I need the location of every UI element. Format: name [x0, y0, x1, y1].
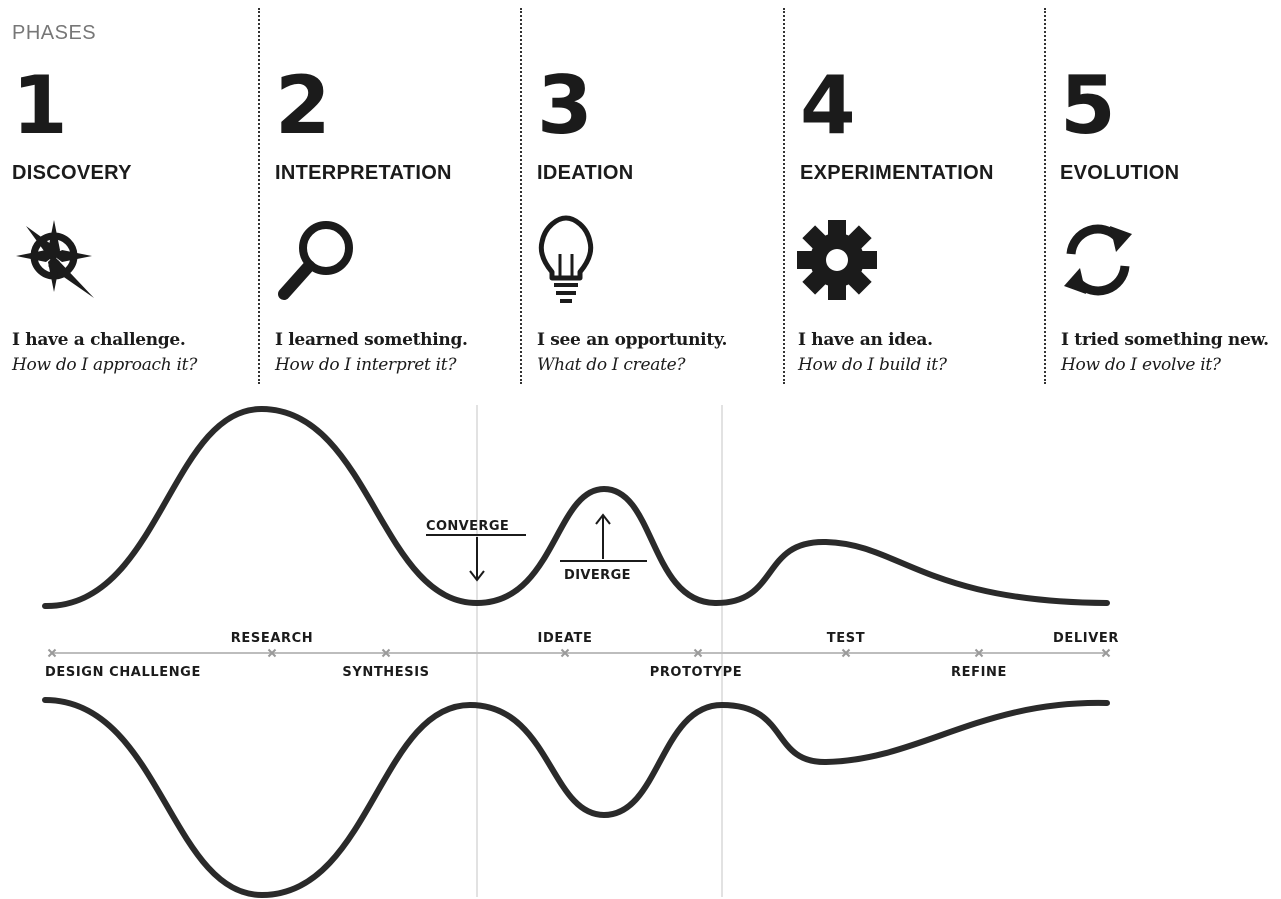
phase-divider	[783, 8, 785, 384]
phase-question: How do I build it?	[798, 355, 947, 375]
step-label: TEST	[827, 631, 865, 646]
step-label: DESIGN CHALLENGE	[45, 665, 201, 680]
diverge-arrow-head	[595, 513, 611, 525]
phase-statement: I have an idea.	[798, 330, 933, 350]
timeline-marker	[841, 648, 851, 658]
magnifier-icon	[274, 214, 364, 304]
lightbulb-icon	[536, 214, 626, 304]
phase-interpretation: 2 INTERPRETATION I learned something. Ho…	[260, 0, 520, 385]
phase-statement: I see an opportunity.	[537, 330, 728, 350]
phase-evolution: 5 EVOLUTION I tried something new. How d…	[1046, 0, 1281, 385]
phase-name: DISCOVERY	[12, 162, 132, 184]
timeline-marker	[1101, 648, 1111, 658]
step-label: PROTOTYPE	[650, 665, 743, 680]
phase-name: INTERPRETATION	[275, 162, 452, 184]
step-label: IDEATE	[538, 631, 593, 646]
step-label: DELIVER	[1053, 631, 1119, 646]
step-label: RESEARCH	[231, 631, 313, 646]
timeline-marker	[381, 648, 391, 658]
phase-statement: I have a challenge.	[12, 330, 186, 350]
step-label: SYNTHESIS	[342, 665, 429, 680]
phase-statement: I learned something.	[275, 330, 468, 350]
converge-arrow-head	[469, 570, 485, 582]
phase-experimentation: 4 EXPERIMENTATION I have an idea. How do…	[785, 0, 1043, 385]
phase-divider	[1044, 8, 1046, 384]
phase-name: EVOLUTION	[1060, 162, 1180, 184]
phase-divider	[520, 8, 522, 384]
timeline-marker	[560, 648, 570, 658]
timeline-marker	[693, 648, 703, 658]
phase-question: What do I create?	[537, 355, 686, 375]
converge-label: CONVERGE	[426, 519, 509, 534]
phase-discovery: 1 DISCOVERY I have a challenge. How do I…	[0, 0, 258, 385]
process-diagram: CONVERGE DIVERGE DESIGN CHALLENGE RESEARC…	[42, 405, 1119, 899]
phase-number: 1	[12, 59, 68, 152]
timeline-marker	[47, 648, 57, 658]
phase-question: How do I approach it?	[12, 355, 198, 375]
phase-number: 5	[1060, 59, 1116, 152]
phase-question: How do I interpret it?	[275, 355, 457, 375]
phase-statement: I tried something new.	[1061, 330, 1269, 350]
timeline-marker	[267, 648, 277, 658]
upper-curve	[42, 405, 1110, 610]
phase-ideation: 3 IDEATION I see an opportunity. What do…	[522, 0, 782, 385]
compass-icon	[12, 214, 102, 304]
phase-divider	[258, 8, 260, 384]
lower-curve	[42, 697, 1110, 899]
phase-number: 2	[275, 59, 331, 152]
phase-question: How do I evolve it?	[1061, 355, 1221, 375]
gear-icon	[797, 214, 887, 304]
phase-name: IDEATION	[537, 162, 634, 184]
step-label: REFINE	[951, 665, 1007, 680]
timeline-marker	[974, 648, 984, 658]
phase-number: 4	[800, 59, 856, 152]
phase-number: 3	[537, 59, 593, 152]
refresh-icon	[1058, 214, 1148, 304]
diverge-label: DIVERGE	[564, 568, 631, 583]
phases-label: PHASES	[12, 22, 97, 44]
phase-name: EXPERIMENTATION	[800, 162, 994, 184]
